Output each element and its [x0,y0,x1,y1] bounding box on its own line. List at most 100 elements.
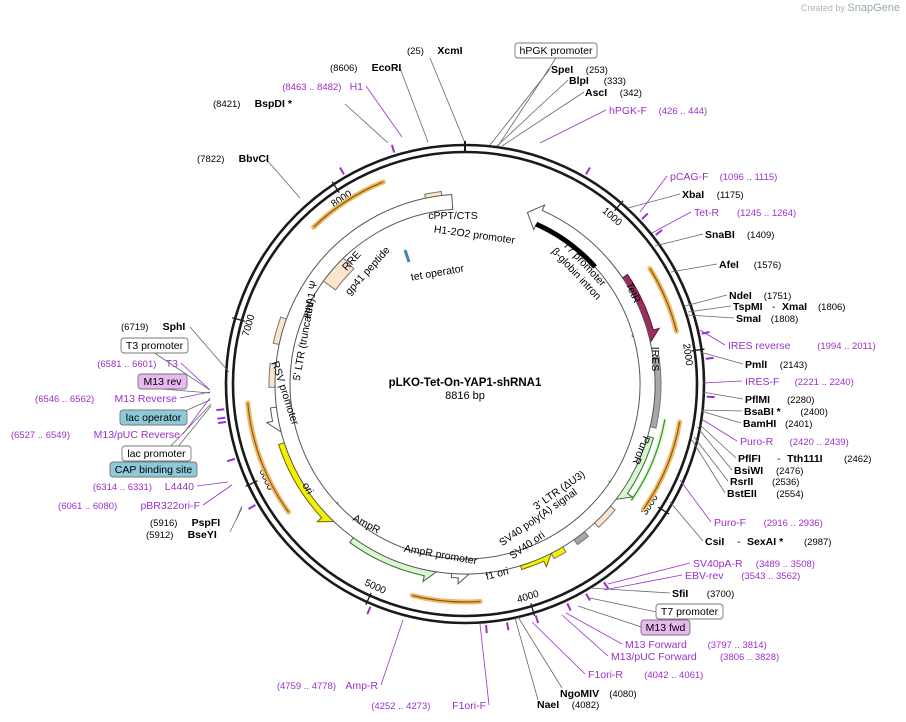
primer-name: Tet-R [694,207,720,219]
site-name: BspDI * [255,98,293,110]
primer-range: (6061 .. 6080) [58,501,117,512]
f1ori-label: f1 ori [484,565,510,583]
leader-lines [153,57,744,706]
site-name: TspMI [733,301,763,313]
t7-intron-arc [535,221,597,269]
primer-leader [565,612,623,645]
primer-name: IRES reverse [728,340,791,352]
label-box-t3 [120,337,189,354]
leader-line [696,426,733,471]
site-position: (6719) [121,322,148,333]
site-name-secondary: XmaI [782,301,807,313]
site-position: (2476) [776,466,803,477]
primer-mark [339,166,345,175]
primer-range: (4759 .. 4778) [277,681,336,692]
h1-promoter-label: H1-2O2 promoter [433,223,516,246]
site-name: BsiWI [734,465,763,477]
primer-name: IRES-F [745,376,779,388]
site-name: BbvCI [239,153,269,165]
h1-promoter-arrow [274,193,656,575]
primer-range: (3489 .. 3508) [756,559,815,570]
leader-line [700,410,742,424]
primer-mark [390,144,396,153]
scale-tick [331,181,340,193]
site-position: (7822) [197,154,224,165]
site-name: BlpI [569,75,589,87]
leader-line [514,617,539,701]
primer-range: (6581 .. 6601) [97,359,156,370]
label-box-text-m13fwd: M13 fwd [646,622,686,634]
site-position: (5912) [146,530,173,541]
feature-arrows[interactable] [265,190,662,586]
leader-line [699,351,744,365]
site-name-secondary: SexAI * [747,536,784,548]
site-position: (253) [586,65,608,76]
label-box-lacprom [121,445,192,462]
primer-mark [585,166,591,175]
primer-range: (1245 .. 1264) [737,208,796,219]
site-position: (4082) [572,700,599,711]
primer-leader [539,109,607,144]
site-name: PflMI [745,394,770,406]
leader-line [693,436,729,482]
cppt-label: cPPT/CTS [428,210,478,222]
primer-name: F1ori-F [452,700,486,712]
site-name: BseYI [188,529,217,541]
primer-mark [534,615,540,624]
primer-name: M13 Reverse [115,393,178,405]
snapgene-watermark: Created by SnapGene [801,2,900,14]
label-box-text-hpgk: hPGK promoter [520,45,593,57]
site-position: (2401) [785,419,812,430]
primer-leader [196,481,229,487]
leader-line [627,193,681,209]
primer-mark [217,420,227,425]
leader-line [687,305,732,313]
label-box-text-t7: T7 promoter [661,606,719,618]
site-position: (333) [604,76,626,87]
plasmid-name: pLKO-Tet-On-YAP1-shRNA1 [389,377,542,389]
label-box-m13rev [137,373,188,390]
site-position: (1409) [747,230,774,241]
label-box-text-m13rev: M13 rev [144,376,183,388]
site-name: SfiI [672,588,688,600]
primer-name: pBR322ori-F [140,500,200,512]
scale-label: 4000 [516,589,541,606]
primer-mark [506,622,510,631]
leader-line [698,423,737,459]
leader-line [684,294,728,307]
primer-range: (6314 .. 6331) [93,482,152,493]
site-name: PspFI [192,517,221,529]
puro-core-arc [630,419,666,501]
primer-name: Puro-F [714,517,746,529]
ori-label: ori [299,480,315,496]
site-position: (8606) [330,63,357,74]
primer-name: Puro-R [740,436,774,448]
site-position: (1751) [764,291,791,302]
primer-leader [202,484,233,506]
leader-line [700,409,743,412]
watermark-prefix: Created by [800,3,845,13]
leader-line [654,233,704,247]
primer-mark [216,408,225,412]
label-box-text-cap: CAP binding site [115,464,193,476]
primer-range: (6527 .. 6549) [11,430,70,441]
primer-name: F1ori-R [588,669,623,681]
site-position: (2280) [787,395,814,406]
tet-operator-label: tet operator [410,262,465,283]
scale-tick [530,603,536,616]
feature-core-arc [649,268,678,332]
leader-line [670,263,718,273]
tet-operator-mark [403,249,411,263]
leader-line [517,616,563,689]
leader-line [229,507,243,533]
primer-leader [180,362,211,391]
primer-range: (426 .. 444) [659,106,708,117]
site-name: SpeI [551,64,573,76]
site-position: (2987) [804,537,831,548]
site-name: EcoRI [372,62,402,74]
site-name: AfeI [719,259,739,271]
scale-tick [691,348,705,352]
leader-line [501,91,585,147]
site-name: SphI [163,321,186,333]
